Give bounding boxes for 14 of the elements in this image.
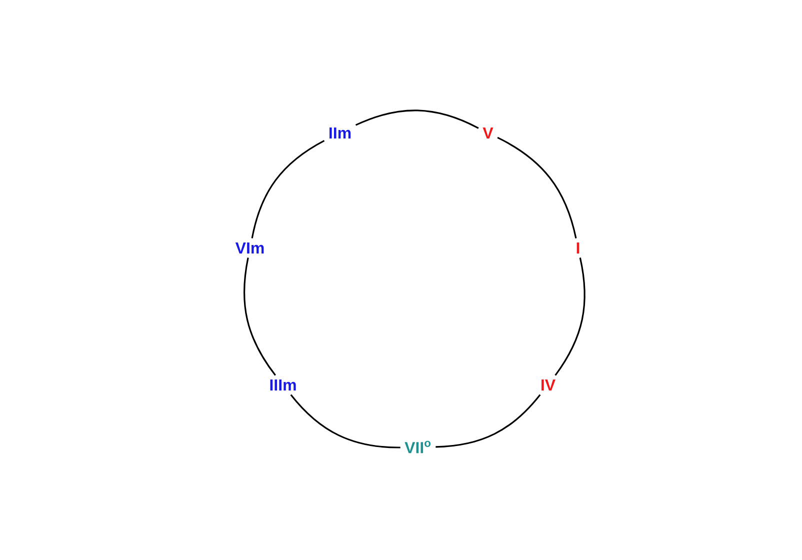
circle-arc: [554, 258, 586, 376]
circle-arc: [497, 136, 577, 238]
chord-label: IIm: [330, 128, 351, 138]
circle-arc: [436, 394, 541, 448]
circle-arc: [290, 394, 400, 448]
chord-label: I: [576, 242, 580, 254]
circle-arc: [243, 258, 276, 376]
chord-label: V: [482, 128, 494, 138]
chord-label: VII$^{o}$: [404, 440, 431, 454]
chord-label: IIIm: [270, 380, 296, 390]
chord-label: VIm: [235, 242, 264, 254]
circle-arc: [355, 110, 479, 129]
chord-label: IV: [542, 380, 556, 390]
circle-arc: [251, 140, 325, 238]
